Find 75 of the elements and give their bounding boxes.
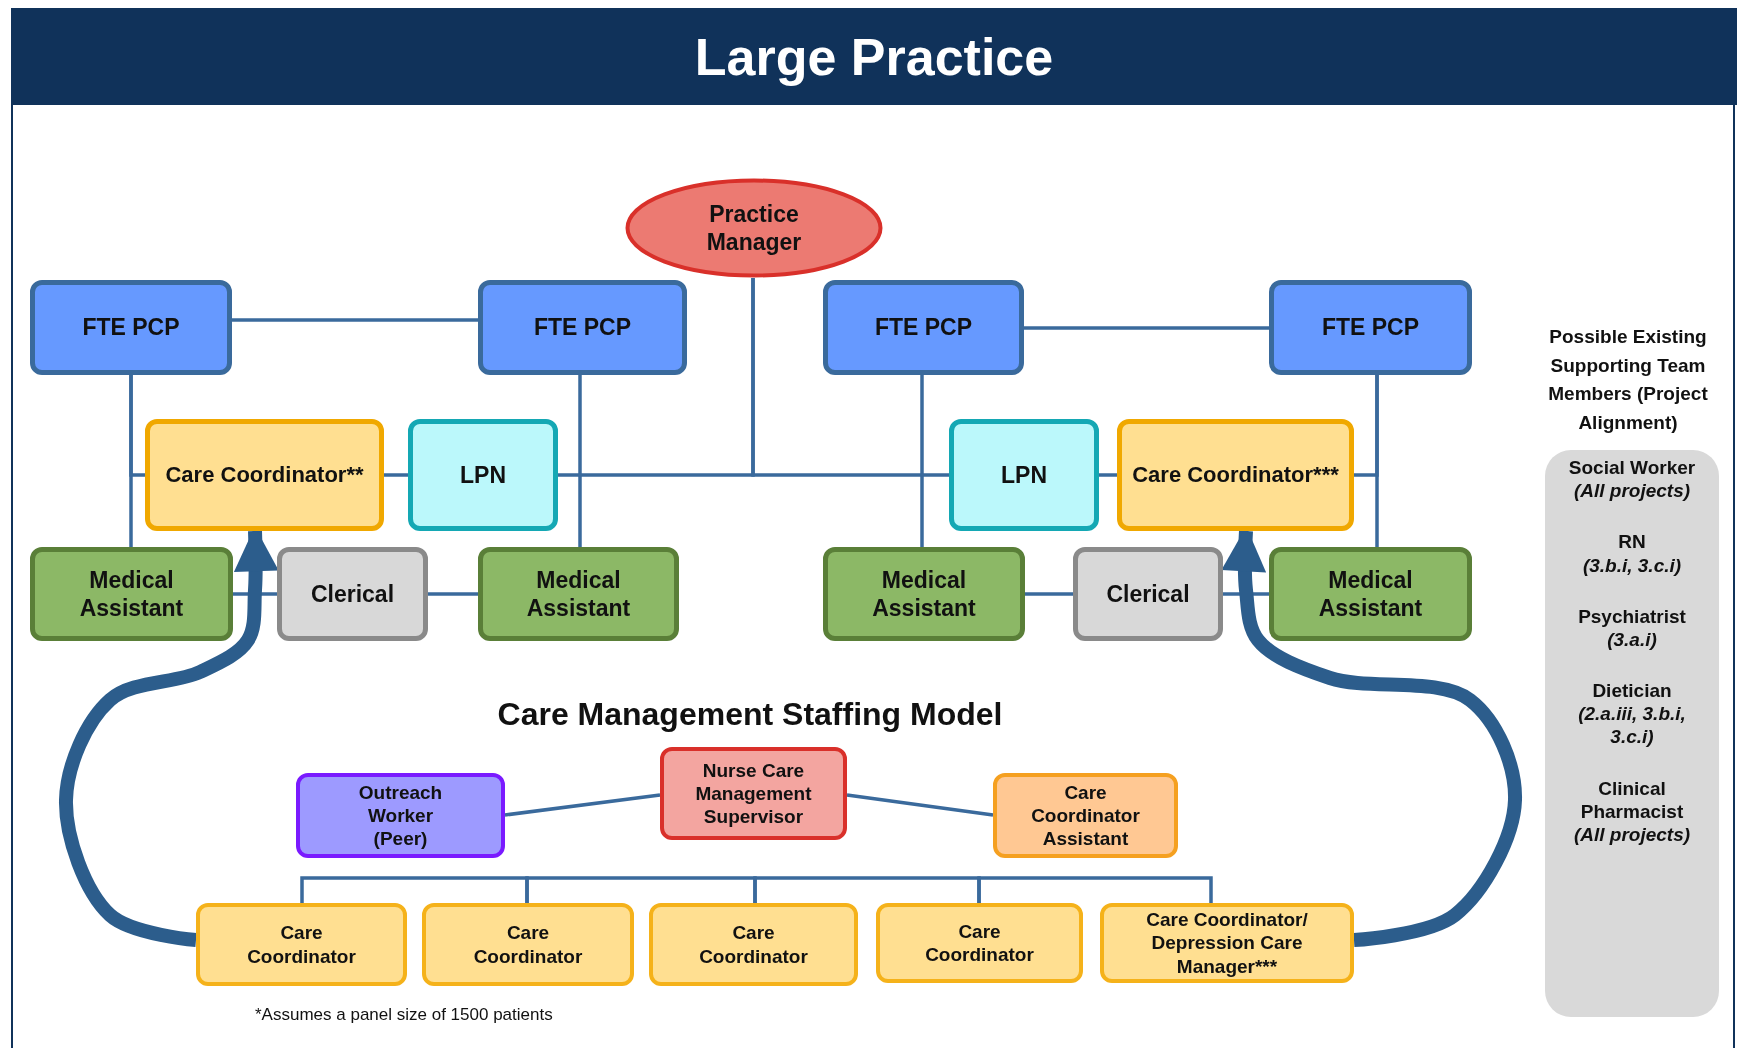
role-box	[277, 547, 428, 641]
team-role: RN	[1618, 530, 1646, 554]
connector-line	[232, 318, 478, 322]
team-role: Clinical Pharmacist	[1579, 776, 1685, 823]
role-box	[422, 903, 634, 986]
role-label: Medical Assistant	[1317, 565, 1424, 623]
manager-ellipse	[625, 178, 883, 278]
role-box	[823, 280, 1024, 375]
role-label: Care Coordinator**	[165, 461, 364, 489]
connector-line	[977, 876, 1213, 903]
role-box	[823, 547, 1025, 641]
role-label: Outreach Worker (Peer)	[357, 780, 444, 851]
role-label: Care Coordinator	[246, 921, 357, 968]
team-role: Dietician	[1592, 679, 1672, 703]
role-label: Care Coordinator	[472, 921, 584, 968]
role-label: LPN	[460, 460, 506, 489]
project-alignment: (3.a.i)	[1607, 627, 1657, 652]
connector-line	[751, 278, 949, 477]
connector-line	[920, 375, 924, 547]
role-box	[296, 773, 505, 858]
role-label: Clerical	[310, 579, 395, 608]
connector-line	[846, 793, 994, 817]
team-role: Social Worker	[1568, 456, 1696, 480]
role-label: Clerical	[1106, 579, 1190, 608]
connector-line	[129, 375, 145, 477]
role-box	[1269, 547, 1472, 641]
role-box	[30, 280, 232, 375]
footnote: *Assumes a panel size of 1500 patients	[255, 1004, 554, 1026]
role-label: Care Coordinator	[698, 921, 809, 968]
project-alignment: (2.a.iii, 3.b.i, 3.c.i)	[1577, 702, 1687, 749]
role-box	[1117, 419, 1354, 531]
role-label: FTE PCP	[82, 313, 180, 342]
connector-line	[504, 793, 661, 817]
role-box	[408, 419, 558, 531]
connector-line	[1099, 473, 1117, 477]
role-label: FTE PCP	[1321, 313, 1420, 342]
project-alignment: (All projects)	[1573, 479, 1691, 503]
project-alignment: (3.b.i, 3.c.i)	[1582, 553, 1682, 577]
role-box	[1269, 280, 1472, 375]
role-label: Care Coordinator***	[1132, 461, 1339, 489]
role-box	[993, 773, 1178, 858]
role-box	[478, 280, 687, 375]
role-box	[1100, 903, 1354, 983]
title-banner: Large Practice	[11, 8, 1737, 105]
role-box	[196, 903, 407, 986]
connector-line	[1024, 326, 1269, 330]
role-box	[660, 747, 847, 840]
role-box	[145, 419, 384, 531]
team-role: Psychiatrist	[1578, 604, 1686, 628]
role-label: Care Coordinator Assistant	[1030, 780, 1141, 851]
role-box	[478, 547, 679, 641]
role-label: Practice Manager	[705, 199, 803, 257]
role-label: Care Coordinator/ Depression Care Manager***	[1145, 908, 1309, 978]
project-alignment: (All projects)	[1573, 822, 1691, 847]
section-heading: Care Management Staffing Model	[496, 695, 1004, 734]
connector-line	[578, 375, 582, 547]
role-label: Medical Assistant	[78, 565, 185, 623]
role-box	[876, 903, 1083, 983]
role-label: FTE PCP	[533, 313, 632, 342]
role-label: Care Coordinator	[924, 919, 1035, 967]
role-label: FTE PCP	[874, 313, 973, 342]
connector-line	[1354, 375, 1379, 477]
connector-line	[1025, 592, 1073, 596]
role-box	[1073, 547, 1223, 641]
connector-line	[428, 592, 478, 596]
supporting-team-panel	[1545, 450, 1719, 1017]
role-box	[649, 903, 858, 986]
sidebar-heading: Possible Existing Supporting Team Members (Project Alignment)	[1547, 325, 1709, 435]
role-label: Medical Assistant	[525, 565, 632, 623]
role-label: LPN	[1001, 460, 1047, 489]
role-box	[30, 547, 233, 641]
connector-line	[384, 473, 408, 477]
role-label: Nurse Care Management Supervisor	[694, 758, 813, 829]
role-label: Medical Assistant	[871, 565, 977, 623]
role-box	[949, 419, 1099, 531]
